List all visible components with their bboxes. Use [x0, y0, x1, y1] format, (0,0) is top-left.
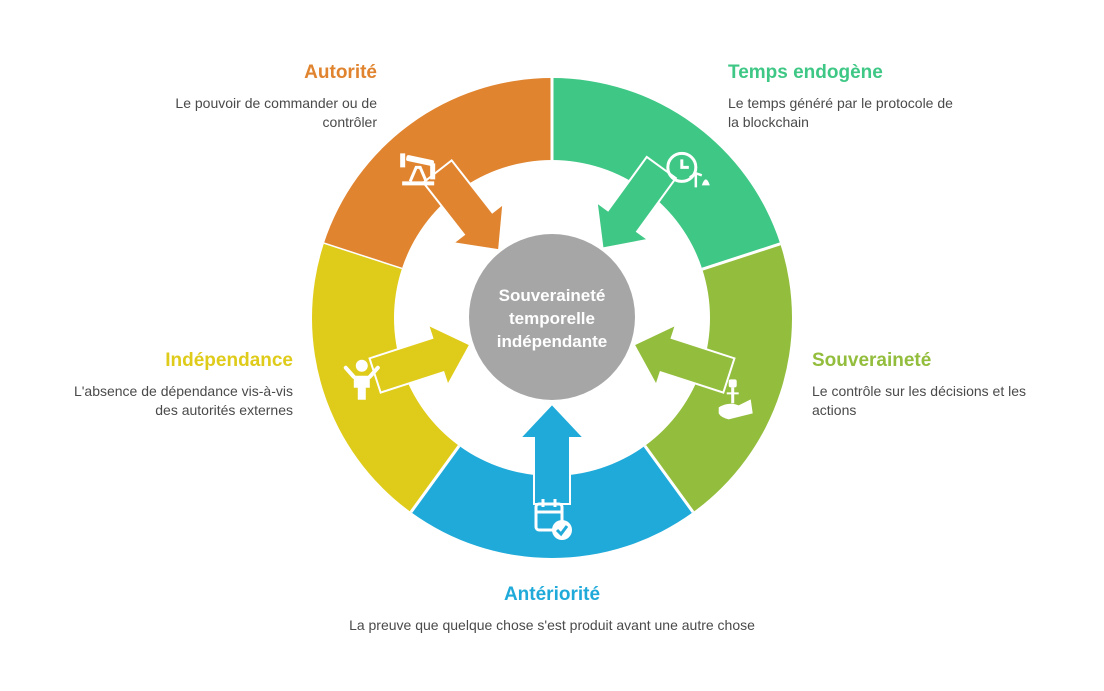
title-independance: Indépendance	[165, 350, 293, 371]
ring-separator	[701, 242, 781, 271]
arrows	[368, 155, 736, 505]
oil-pump-icon	[400, 153, 436, 186]
center-title: Souveraineté temporelle indépendante	[470, 284, 634, 353]
center-line-2: temporelle	[509, 309, 595, 328]
arrow-autorite	[421, 158, 505, 252]
desc-autorite: Le pouvoir de commander ou de contrôler	[175, 95, 377, 130]
title-autorite: Autorité	[304, 62, 377, 83]
center-line-1: Souveraineté	[498, 286, 606, 305]
hand-scepter-icon	[718, 379, 753, 420]
arrow-independance	[368, 322, 472, 394]
ring-separator	[643, 444, 695, 514]
center-circle	[469, 234, 635, 400]
desc-temps-endogene: Le temps généré par le protocole de la b…	[728, 95, 953, 130]
icons	[343, 151, 753, 540]
title-temps-endogene: Temps endogène	[728, 62, 883, 83]
label-independance: Indépendance L'absence de dépendance vis…	[50, 350, 293, 420]
ring-separator	[409, 444, 461, 514]
desc-independance: L'absence de dépendance vis-à-vis des au…	[73, 383, 293, 418]
label-anteriorite: Antériorité La preuve que quelque chose …	[302, 584, 802, 635]
calendar-check-icon	[534, 499, 572, 540]
label-autorite: Autorité Le pouvoir de commander ou de c…	[140, 62, 377, 132]
title-souverainete: Souveraineté	[812, 350, 932, 371]
center-line-3: indépendante	[496, 332, 608, 351]
label-temps-endogene: Temps endogène Le temps généré par le pr…	[728, 62, 960, 132]
child-icon	[343, 359, 380, 400]
label-souverainete: Souveraineté Le contrôle sur les décisio…	[812, 350, 1034, 420]
desc-anteriorite: La preuve que quelque chose s'est produi…	[349, 617, 755, 633]
arrow-anteriorite	[517, 402, 587, 505]
title-anteriorite: Antériorité	[503, 584, 601, 605]
arrow-temps-endogene	[595, 155, 678, 250]
arrow-souverainete	[632, 322, 736, 394]
clock-plant-icon	[666, 151, 710, 188]
desc-souverainete: Le contrôle sur les décisions et les act…	[812, 383, 1026, 418]
